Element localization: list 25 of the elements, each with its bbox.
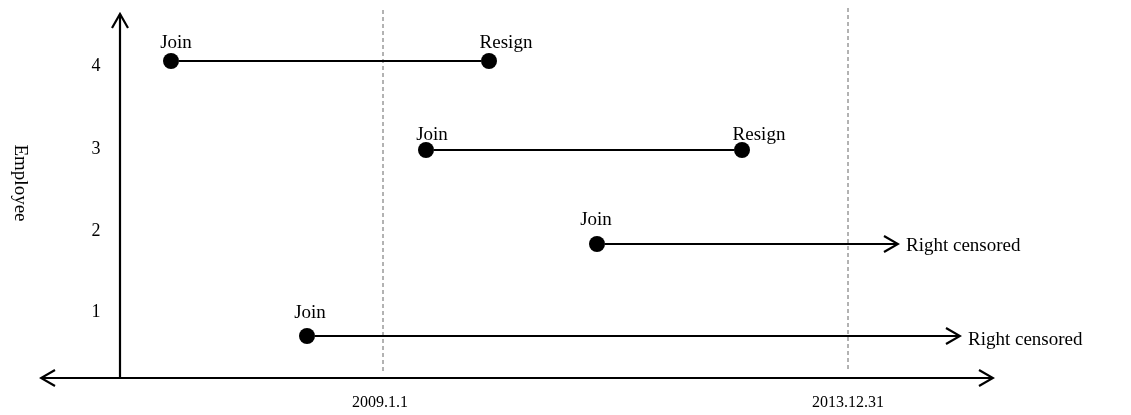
tick-label: 4: [91, 56, 101, 74]
status-label: Right censored: [968, 328, 1083, 350]
event-dot: [163, 53, 179, 69]
event-label: Resign: [732, 123, 786, 145]
event-label: Join: [580, 208, 612, 230]
event-dot: [589, 236, 605, 252]
event-dot: [734, 142, 750, 158]
tick-label: 2013.12.31: [812, 394, 884, 410]
event-dot: [481, 53, 497, 69]
event-label: Join: [160, 31, 192, 53]
arrow: [605, 234, 900, 254]
tick-label: 1: [91, 302, 101, 320]
connector-line: [434, 148, 734, 152]
event-dot: [299, 328, 315, 344]
tick-label: 3: [91, 139, 101, 157]
axis-title: Employee: [11, 144, 31, 222]
tick-label: 2009.1.1: [352, 394, 408, 410]
status-label: Right censored: [906, 234, 1021, 256]
event-label: Join: [416, 123, 448, 145]
tick-label: 2: [91, 221, 101, 239]
event-dot: [418, 142, 434, 158]
arrow: [315, 326, 962, 346]
connector-line: [179, 59, 481, 63]
event-label: Resign: [479, 31, 533, 53]
event-label: Join: [294, 301, 326, 323]
